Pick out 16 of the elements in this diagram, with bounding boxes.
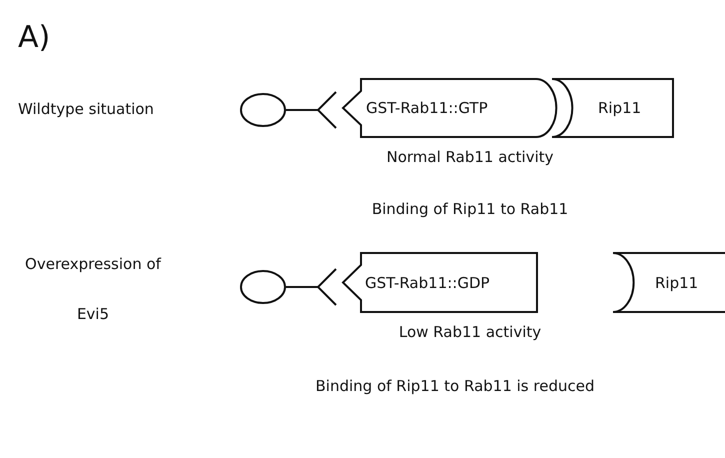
protein-shape bbox=[343, 253, 537, 312]
protein-label: Rip11 bbox=[598, 99, 642, 117]
bead-circle bbox=[240, 270, 286, 304]
protein-label: GST-Rab11::GTP bbox=[366, 99, 488, 117]
panel-label: A) bbox=[18, 20, 50, 55]
protein-shape bbox=[552, 79, 673, 137]
caption-text: Binding of Rip11 to Rab11 is reduced bbox=[316, 377, 594, 395]
caption-text: Low Rab11 activity bbox=[398, 323, 542, 341]
caption-text: Binding of Rip11 to Rab11 bbox=[372, 200, 568, 218]
row-label: Wildtype situation bbox=[18, 100, 154, 118]
protein-shape bbox=[613, 253, 725, 312]
protein-label: GST-Rab11::GDP bbox=[365, 274, 490, 292]
bead-circle bbox=[240, 93, 286, 127]
row-label: Overexpression of Evi5 bbox=[24, 254, 162, 325]
caption-text: Normal Rab11 activity bbox=[386, 148, 554, 166]
protein-label: Rip11 bbox=[655, 274, 698, 292]
